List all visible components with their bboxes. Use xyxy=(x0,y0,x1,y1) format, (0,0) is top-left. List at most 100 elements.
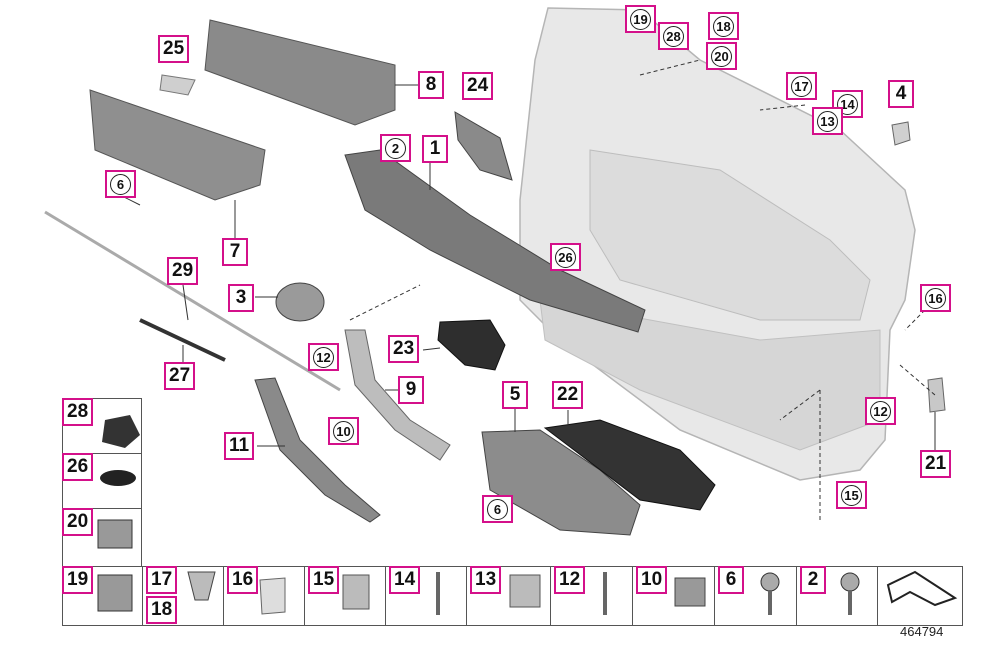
legend-cell-divider xyxy=(142,566,143,626)
callout-29[interactable]: 29 xyxy=(167,257,199,285)
legend-clip-13 xyxy=(509,574,541,608)
part-8-carrier xyxy=(204,19,396,126)
part-7-carrier xyxy=(89,89,266,201)
part-25-cover xyxy=(159,74,196,96)
callout-25[interactable]: 25 xyxy=(158,35,190,63)
callout-10-left[interactable]: 10 xyxy=(328,417,359,445)
callout-1[interactable]: 1 xyxy=(422,135,448,163)
part-24-handle-cover xyxy=(454,111,513,181)
legend-side-divider xyxy=(62,508,142,509)
legend-cell-divider xyxy=(304,566,305,626)
legend-side-28[interactable]: 28 xyxy=(62,398,94,426)
legend-cell-divider xyxy=(714,566,715,626)
callout-28-label: 28 xyxy=(663,26,684,47)
legend-washer xyxy=(100,470,136,486)
part-22-pad xyxy=(543,419,716,511)
legend-6[interactable]: 6 xyxy=(718,566,744,594)
callout-12-left[interactable]: 12 xyxy=(308,343,339,371)
callout-4[interactable]: 4 xyxy=(888,80,914,108)
callout-17-label: 17 xyxy=(791,76,812,97)
callout-6-label: 6 xyxy=(110,174,131,195)
legend-cell-divider xyxy=(223,566,224,626)
callout-14-label: 14 xyxy=(837,94,858,115)
legend-side-20[interactable]: 20 xyxy=(62,508,94,536)
callout-21[interactable]: 21 xyxy=(920,450,952,478)
callout-26-panel[interactable]: 26 xyxy=(550,243,581,271)
callout-22[interactable]: 22 xyxy=(552,381,584,409)
callout-8[interactable]: 8 xyxy=(418,71,444,99)
callout-18-label: 18 xyxy=(713,16,734,37)
callout-14-top[interactable]: 14 xyxy=(832,90,863,118)
legend-clip-10 xyxy=(674,577,706,607)
diagram-id-number: 464794 xyxy=(900,624,944,639)
callout-24[interactable]: 24 xyxy=(462,72,494,100)
legend-clip-20 xyxy=(97,519,133,549)
callout-6-armrest[interactable]: 6 xyxy=(482,495,513,523)
callout-27[interactable]: 27 xyxy=(164,362,196,390)
door-panel-pocket xyxy=(589,149,871,321)
legend-hex-nut xyxy=(102,415,140,448)
part-1-trim-strip xyxy=(344,149,646,333)
part-4-clip xyxy=(891,121,911,146)
callout-12b-label: 12 xyxy=(870,401,891,422)
legend-12[interactable]: 12 xyxy=(554,566,586,594)
callout-26-label: 26 xyxy=(555,247,576,268)
callout-3[interactable]: 3 xyxy=(228,284,254,312)
callout-18-top[interactable]: 18 xyxy=(708,12,739,40)
callout-10-label: 10 xyxy=(333,421,354,442)
door-panel-armrest-area xyxy=(539,299,881,451)
callout-7[interactable]: 7 xyxy=(222,238,248,266)
legend-15[interactable]: 15 xyxy=(308,566,340,594)
callout-16-panel[interactable]: 16 xyxy=(920,284,951,312)
legend-cell-divider xyxy=(632,566,633,626)
callout-5[interactable]: 5 xyxy=(502,381,528,409)
callout-2[interactable]: 2 xyxy=(380,134,411,162)
callout-6b-label: 6 xyxy=(487,499,508,520)
legend-side-26[interactable]: 26 xyxy=(62,453,94,481)
legend-cell-divider xyxy=(550,566,551,626)
callout-17-top[interactable]: 17 xyxy=(786,72,817,100)
legend-cell-divider xyxy=(385,566,386,626)
callout-15-panel[interactable]: 15 xyxy=(836,481,867,509)
callout-19-top[interactable]: 19 xyxy=(625,5,656,33)
callout-19-label: 19 xyxy=(630,9,651,30)
callout-12-panel[interactable]: 12 xyxy=(865,397,896,425)
legend-16[interactable]: 16 xyxy=(227,566,259,594)
legend-side-19[interactable]: 19 xyxy=(62,566,94,594)
callout-28-top[interactable]: 28 xyxy=(658,22,689,50)
legend-17[interactable]: 17 xyxy=(146,566,178,594)
legend-10[interactable]: 10 xyxy=(636,566,668,594)
callout-2-label: 2 xyxy=(385,138,406,159)
callout-23[interactable]: 23 xyxy=(388,335,420,363)
legend-side-panel xyxy=(62,398,142,566)
legend-cell-divider xyxy=(466,566,467,626)
callout-12-label: 12 xyxy=(313,347,334,368)
callout-20-top[interactable]: 20 xyxy=(706,42,737,70)
legend-nut-16 xyxy=(259,577,286,615)
part-3-cap xyxy=(275,282,325,322)
legend-side-divider xyxy=(62,453,142,454)
legend-13[interactable]: 13 xyxy=(470,566,502,594)
callout-9[interactable]: 9 xyxy=(398,376,424,404)
legend-cell-divider xyxy=(877,566,878,626)
legend-bolt-17 xyxy=(187,571,216,601)
callout-13-top[interactable]: 13 xyxy=(812,107,843,135)
part-11-grip xyxy=(254,377,381,523)
callout-16-label: 16 xyxy=(925,288,946,309)
part-21-clip xyxy=(927,377,946,413)
legend-clip-19 xyxy=(97,574,133,612)
callout-11[interactable]: 11 xyxy=(224,432,255,460)
part-23-cover xyxy=(437,319,506,371)
callout-6-left[interactable]: 6 xyxy=(105,170,136,198)
part-9-bracket xyxy=(344,329,451,461)
legend-arrow-icon xyxy=(886,570,958,607)
legend-2[interactable]: 2 xyxy=(800,566,826,594)
legend-14[interactable]: 14 xyxy=(389,566,421,594)
callout-13-label: 13 xyxy=(817,111,838,132)
legend-18[interactable]: 18 xyxy=(146,596,178,624)
callout-15-label: 15 xyxy=(841,485,862,506)
leader-lines xyxy=(119,59,936,520)
legend-clip-15 xyxy=(342,574,370,610)
legend-hardware-strip xyxy=(62,566,963,626)
